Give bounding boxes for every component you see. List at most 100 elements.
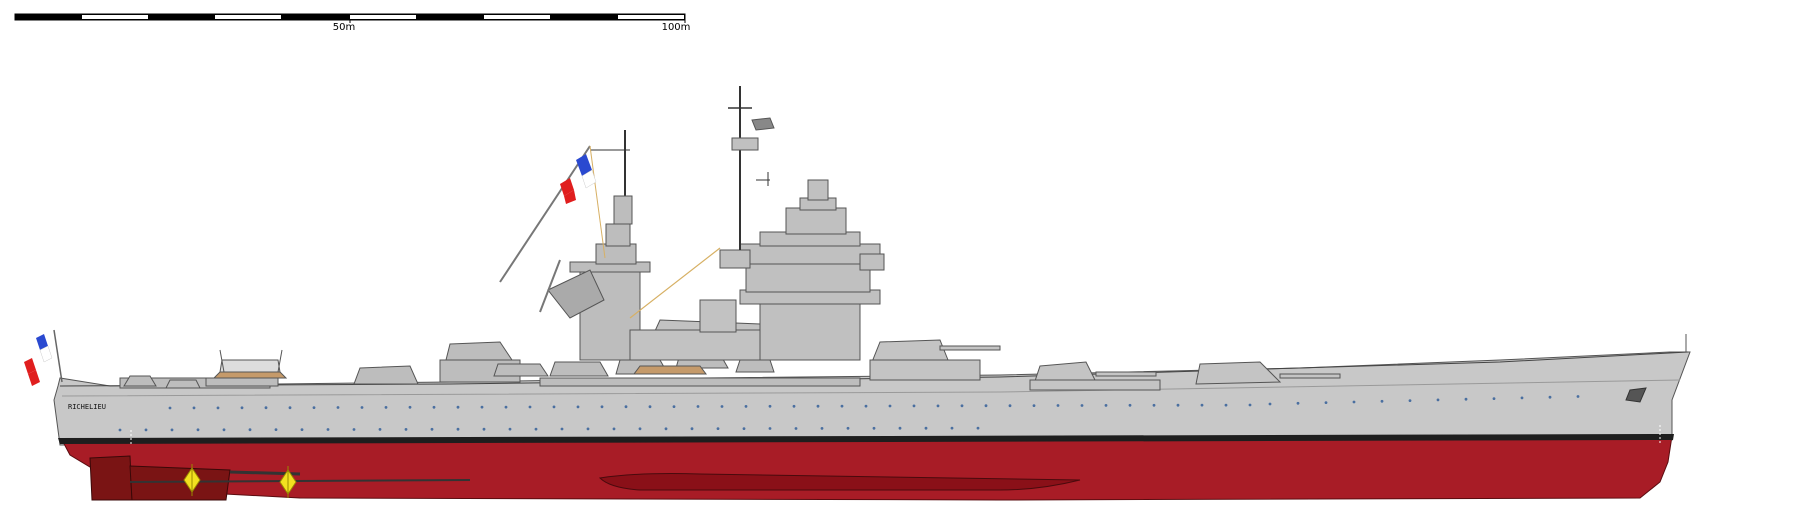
porthole [696, 405, 700, 408]
porthole [1436, 398, 1440, 402]
porthole [638, 427, 642, 431]
porthole [1248, 403, 1252, 407]
rudder [89, 455, 133, 501]
forward-tower [719, 86, 885, 361]
porthole [600, 405, 604, 409]
porthole [816, 404, 820, 408]
masthead-flag-icon [560, 154, 597, 204]
porthole [1576, 395, 1580, 398]
porthole [1152, 403, 1156, 407]
anchor-deck-turret [1195, 361, 1341, 385]
porthole [456, 405, 460, 409]
hull-red-antifouling [61, 435, 1673, 501]
hull-bilge-keel [598, 473, 1081, 491]
porthole [612, 427, 616, 431]
funnel [629, 299, 771, 361]
porthole [144, 428, 148, 432]
porthole [984, 404, 988, 408]
porthole [288, 406, 292, 410]
porthole [360, 406, 364, 409]
porthole [1492, 397, 1496, 400]
porthole [624, 405, 628, 409]
porthole [404, 428, 408, 431]
porthole [222, 428, 226, 432]
porthole [326, 428, 330, 431]
porthole [1520, 396, 1524, 400]
porthole [264, 406, 268, 410]
porthole [960, 404, 964, 408]
scale-label-100m: 100m [662, 22, 691, 33]
porthole [1104, 404, 1108, 407]
porthole [1224, 403, 1228, 407]
porthole [456, 427, 460, 431]
porthole [664, 427, 668, 431]
porthole [898, 426, 902, 430]
porthole [1548, 395, 1552, 399]
porthole [792, 404, 796, 408]
porthole [430, 427, 434, 431]
porthole [648, 405, 652, 409]
porthole [1032, 404, 1036, 407]
porthole [552, 405, 556, 409]
porthole [1380, 399, 1384, 403]
porthole [820, 427, 824, 430]
porthole [560, 427, 564, 431]
porthole [1128, 403, 1132, 407]
porthole [1464, 397, 1468, 401]
porthole [378, 428, 382, 431]
bow-fittings [1625, 334, 1687, 403]
porthole [924, 426, 928, 430]
porthole [576, 405, 580, 409]
porthole [1296, 401, 1300, 405]
porthole [672, 405, 676, 408]
porthole [196, 428, 200, 432]
porthole [1268, 402, 1272, 406]
scale-label-50m: 50m [333, 22, 355, 33]
porthole [118, 428, 122, 432]
porthole [240, 406, 244, 410]
porthole [432, 405, 436, 409]
porthole [888, 404, 892, 408]
propeller-icon [279, 466, 297, 498]
stern-skeg [129, 465, 231, 501]
porthole [528, 405, 532, 409]
porthole [1056, 404, 1060, 407]
main-turret-a [1029, 361, 1161, 391]
porthole [168, 406, 172, 410]
porthole [192, 406, 196, 410]
porthole [248, 428, 252, 432]
porthole [1352, 400, 1356, 404]
porthole [912, 404, 916, 408]
porthole [508, 427, 512, 431]
porthole [384, 406, 388, 409]
porthole [716, 427, 720, 430]
porthole [216, 406, 220, 410]
porthole [482, 427, 486, 431]
porthole [1200, 403, 1204, 407]
porthole [864, 404, 868, 408]
porthole [742, 427, 746, 430]
porthole [534, 427, 538, 431]
porthole [950, 426, 954, 430]
porthole [1008, 404, 1012, 408]
main-turret-b [869, 339, 1001, 381]
porthole [794, 427, 798, 430]
porthole [352, 428, 356, 431]
porthole [586, 427, 590, 431]
porthole [744, 405, 748, 408]
porthole [872, 426, 876, 430]
porthole [690, 427, 694, 431]
porthole [936, 404, 940, 408]
porthole [846, 426, 850, 430]
portholes [118, 395, 1580, 432]
porthole [480, 405, 484, 409]
porthole [840, 404, 844, 408]
porthole [720, 405, 724, 408]
porthole [274, 428, 278, 431]
porthole [170, 428, 174, 432]
porthole [300, 428, 304, 431]
porthole [504, 405, 508, 409]
porthole [1176, 403, 1180, 407]
porthole [1080, 404, 1084, 407]
